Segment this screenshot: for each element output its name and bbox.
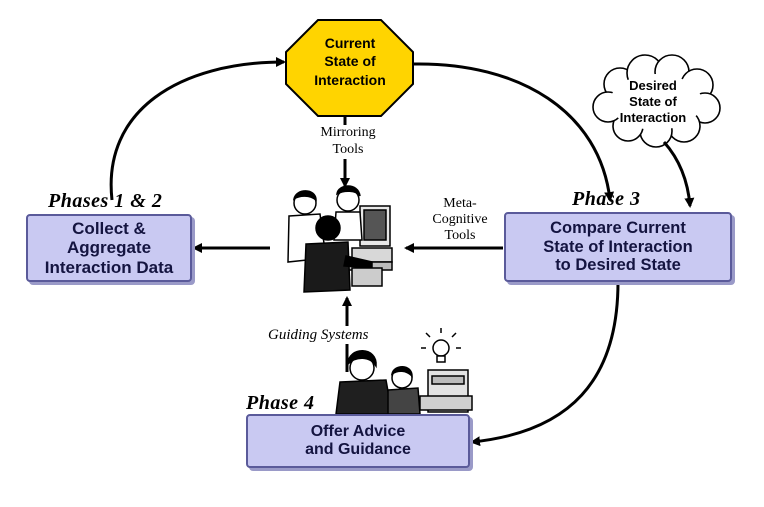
cloud-icon <box>592 54 721 148</box>
collect-aggregate-box: Collect & Aggregate Interaction Data <box>26 214 192 282</box>
metacognitive-tools-line-2: Cognitive <box>432 212 488 228</box>
current-state-line-2: State of <box>324 53 376 70</box>
mirroring-tools-line-1: Mirroring <box>320 125 376 140</box>
metacognitive-tools-label: Meta- Cognitive Tools <box>414 196 506 244</box>
arrow-collect-to-current <box>109 57 286 201</box>
advice-line-2: and Guidance <box>305 441 411 458</box>
compare-line-1: Compare Current <box>550 219 686 238</box>
phase-3-label: Phase 3 <box>572 188 641 210</box>
desired-state-line-1: Desired <box>629 78 677 93</box>
metacognitive-tools-line-3: Tools <box>444 228 476 244</box>
current-state-line-1: Current <box>324 35 376 51</box>
offer-advice-box: Offer Advice and Guidance <box>246 414 470 468</box>
compare-line-2: State of Interaction <box>543 237 693 256</box>
desired-state-line-2: State of <box>629 93 677 109</box>
desired-state-line-3: Interaction <box>619 109 687 125</box>
current-state-label: Current State of Interaction <box>286 34 414 89</box>
guiding-systems-text: Guiding Systems <box>268 327 369 343</box>
current-state-line-3: Interaction <box>314 71 386 88</box>
compare-state-box: Compare Current State of Interaction to … <box>504 212 732 282</box>
current-state-octagon <box>285 19 414 117</box>
desired-state-label: Desired State of Interaction <box>598 78 708 126</box>
compare-line-3: to Desired State <box>555 256 681 275</box>
arrow-current-to-compare <box>412 62 615 202</box>
mirroring-tools-line-2: Tools <box>332 141 364 157</box>
collect-line-2: Aggregate <box>66 238 152 258</box>
phase-4-label: Phase 4 <box>246 392 315 414</box>
collect-line-1: Collect & <box>72 219 146 239</box>
lightbulb-icon <box>421 328 461 363</box>
phase-1-2-label: Phases 1 & 2 <box>48 190 163 212</box>
collect-line-3: Interaction Data <box>44 257 174 277</box>
advice-line-1: Offer Advice <box>310 423 406 441</box>
computer-users-clipart-icon <box>287 185 393 293</box>
arrow-compare-to-advice <box>470 281 620 447</box>
mirroring-tools-label: Mirroring Tools <box>300 125 396 159</box>
guiding-systems-label: Guiding Systems <box>266 326 371 344</box>
arrow-desired-to-compare <box>662 141 695 208</box>
metacognitive-tools-line-1: Meta- <box>443 196 477 211</box>
mentor-student-clipart-icon <box>335 350 473 415</box>
